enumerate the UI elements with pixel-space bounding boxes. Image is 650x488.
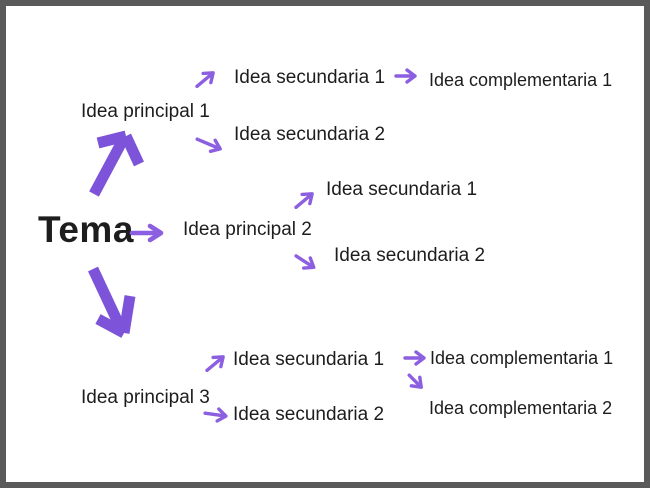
node-idea-secundaria-1-2: Idea secundaria 2 — [234, 124, 386, 145]
arrow-up-right-icon — [289, 183, 322, 215]
node-idea-complementaria-1-1: Idea complementaria 1 — [429, 70, 613, 90]
arrow-down-right-icon — [192, 131, 230, 159]
node-idea-complementaria-3-1: Idea complementaria 1 — [430, 348, 614, 368]
node-idea-secundaria-2-1: Idea secundaria 1 — [326, 179, 478, 200]
thick-arrow-up-right-icon — [86, 126, 150, 204]
node-idea-secundaria-1-1: Idea secundaria 1 — [234, 67, 386, 88]
thick-arrow-down-right-icon — [84, 258, 148, 343]
arrow-right-icon — [129, 223, 170, 243]
node-tema: Tema — [38, 209, 134, 250]
arrow-right-icon — [394, 68, 422, 84]
node-idea-principal-3: Idea principal 3 — [81, 387, 210, 408]
arrow-up-right-icon — [200, 346, 233, 378]
node-idea-principal-2: Idea principal 2 — [183, 219, 312, 240]
arrow-down-right-icon — [290, 248, 324, 278]
arrow-right-icon — [202, 405, 234, 425]
node-idea-secundaria-3-2: Idea secundaria 2 — [233, 404, 385, 425]
node-idea-complementaria-3-2: Idea complementaria 2 — [429, 398, 613, 418]
node-idea-secundaria-2-2: Idea secundaria 2 — [334, 245, 486, 266]
node-idea-principal-1: Idea principal 1 — [81, 101, 210, 122]
arrow-right-icon — [403, 350, 431, 366]
arrow-down-right-icon — [402, 368, 432, 398]
node-idea-secundaria-3-1: Idea secundaria 1 — [233, 349, 385, 370]
arrow-up-right-icon — [190, 62, 223, 94]
